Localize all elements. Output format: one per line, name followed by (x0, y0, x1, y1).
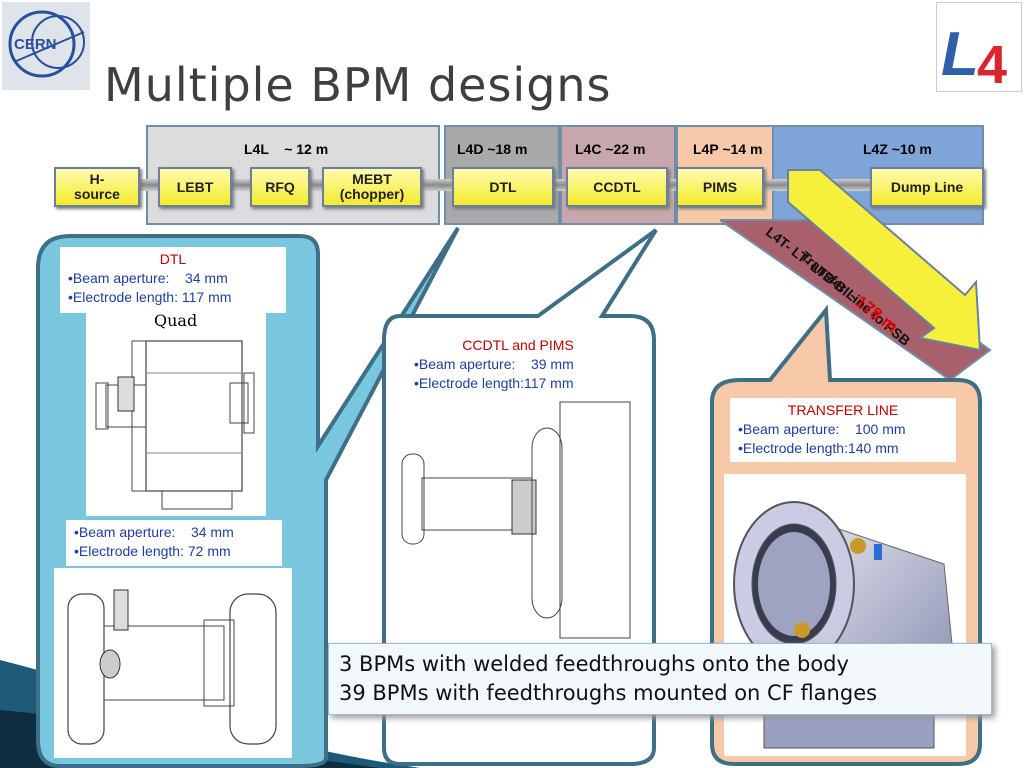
section-pims: PIMS (676, 167, 764, 207)
transfer-title: TRANSFER LINE (787, 402, 899, 418)
bpm-summary-note: 3 BPMs with welded feedthroughs onto the… (328, 643, 992, 715)
dtl-short-bpm-drawing (54, 568, 292, 758)
dtl-electrode-length: •Electrode length: 117 mm (68, 289, 232, 305)
svg-text:4: 4 (977, 35, 1007, 91)
dtl2-beam-aperture: •Beam aperture: 34 mm (74, 524, 234, 540)
transfer-beam-aperture: •Beam aperture: 100 mm (738, 421, 906, 437)
section-lebt: LEBT (158, 167, 232, 207)
section-dtl: DTL (452, 167, 554, 207)
section-mebt: MEBT (chopper) (322, 167, 422, 207)
region-label: L4D ~18 m (457, 141, 528, 157)
note-line-1: 3 BPMs with welded feedthroughs onto the… (339, 652, 849, 676)
region-label: L4C ~22 m (575, 141, 646, 157)
dtl-beam-aperture: •Beam aperture: 34 mm (68, 270, 228, 286)
ccdtl-bpm-drawing (392, 398, 646, 642)
ccdtl-beam-aperture: •Beam aperture: 39 mm (414, 356, 574, 372)
section-rfq: RFQ (250, 167, 310, 207)
dtl2-electrode-length: •Electrode length: 72 mm (74, 543, 231, 559)
region-label: L4P ~14 m (693, 141, 763, 157)
cern-logo: CERN (2, 2, 90, 90)
transfer-line-arrow (787, 169, 982, 352)
dtl-info-box: DTL •Beam aperture: 34 mm •Electrode len… (60, 247, 286, 313)
section-h-source: H- source (54, 167, 140, 207)
dtl-bpm-drawing (86, 313, 266, 516)
svg-text:L: L (941, 20, 979, 89)
region-label: L4Z ~10 m (863, 141, 932, 157)
transfer-info-box: TRANSFER LINE •Beam aperture: 100 mm •El… (730, 398, 956, 462)
dtl-title: DTL (159, 251, 187, 267)
ccdtl-electrode-length: •Electrode length:117 mm (414, 375, 574, 391)
transfer-electrode-length: •Electrode length:140 mm (738, 440, 899, 456)
ccdtl-info-box: CCDTL and PIMS •Beam aperture: 39 mm •El… (408, 336, 628, 396)
note-line-2: 39 BPMs with feedthroughs mounted on CF … (339, 681, 878, 705)
ccdtl-title: CCDTL and PIMS (462, 337, 574, 353)
section-ccdtl: CCDTL (566, 167, 668, 207)
region-label: L4L ~ 12 m (244, 141, 329, 157)
quad-label: Quad (154, 311, 198, 330)
section-dump-line: Dump Line (870, 167, 984, 207)
svg-text:CERN: CERN (14, 36, 57, 53)
dtl-info-box-2: •Beam aperture: 34 mm •Electrode length:… (66, 520, 282, 566)
linac4-logo: L 4 (936, 2, 1022, 95)
transfer-line-band (720, 219, 992, 382)
page-title: Multiple BPM designs (104, 58, 612, 112)
